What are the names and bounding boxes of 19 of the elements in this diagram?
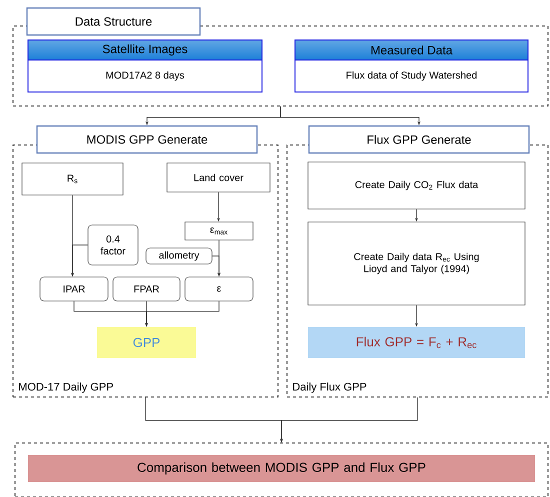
rounded-box: ε — [184, 276, 254, 302]
process-box: Create Daily CO$_{2}$ Flux data — [308, 162, 526, 210]
rounded-box: FPAR — [112, 276, 180, 302]
node-label: Data Structure — [76, 17, 152, 26]
formula-box: Flux GPP = F$_{c}$ + R$_{ec}$ — [308, 327, 525, 358]
process-box: R$_{s}$ — [22, 162, 124, 196]
dashed-frame — [14, 442, 548, 497]
process-box: ε$_{max}$ — [184, 222, 254, 240]
result-box: GPP — [97, 327, 196, 358]
process-box: Create Daily data R$_{ec}$ Using Lioyd and Talyor (1994) — [308, 222, 526, 306]
node-label: Flux GPP Generate — [368, 135, 471, 144]
rounded-box: IPAR — [40, 276, 108, 302]
titled-box: Measured Data Flux data of Study Watershed — [294, 40, 528, 92]
rounded-box: allometry — [146, 248, 212, 264]
node-label: MODIS GPP Generate — [87, 135, 208, 144]
result-box: Comparison between MODIS GPP and Flux GPP — [28, 455, 535, 482]
process-box: Land cover — [166, 162, 270, 192]
rounded-box: 0.4 factor — [88, 224, 138, 266]
titled-box: Satellite Images MOD17A2 8 days — [28, 40, 262, 92]
